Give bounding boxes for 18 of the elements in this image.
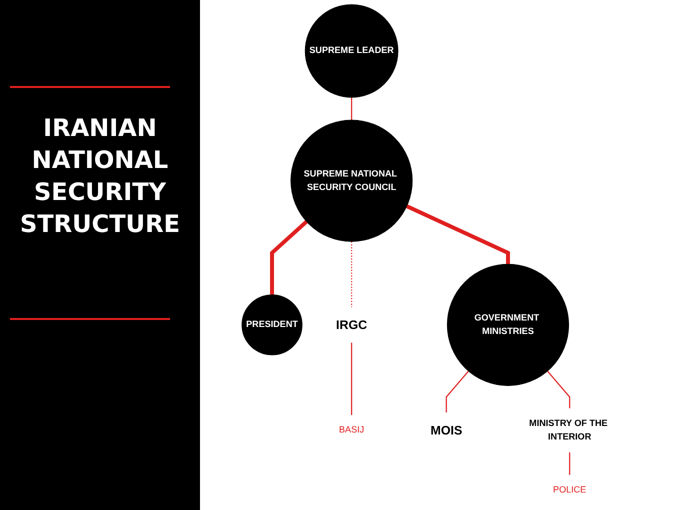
title: IRANIAN NATIONAL SECURITY STRUCTURE [19, 113, 181, 240]
node-text: BASIJ [339, 425, 364, 435]
connector [351, 342, 352, 416]
connector [351, 242, 352, 308]
node-text: IRGC [336, 318, 368, 332]
connector [569, 452, 570, 475]
connector [270, 220, 308, 295]
node-text: POLICE [553, 485, 586, 495]
connector [446, 370, 469, 412]
node-text: MOIS [430, 423, 462, 438]
node-circle: GOVERNMENT MINISTRIES [446, 264, 570, 386]
connector [351, 97, 352, 120]
node-text: MINISTRY OF THE INTERIOR [529, 418, 608, 442]
connector [547, 370, 570, 408]
node-circle: PRESIDENT [242, 294, 302, 356]
node-circle: SUPREME LEADER [304, 4, 398, 98]
node-circle: SUPREME NATIONAL SECURITY COUNCIL [290, 120, 413, 242]
connector [406, 204, 510, 264]
